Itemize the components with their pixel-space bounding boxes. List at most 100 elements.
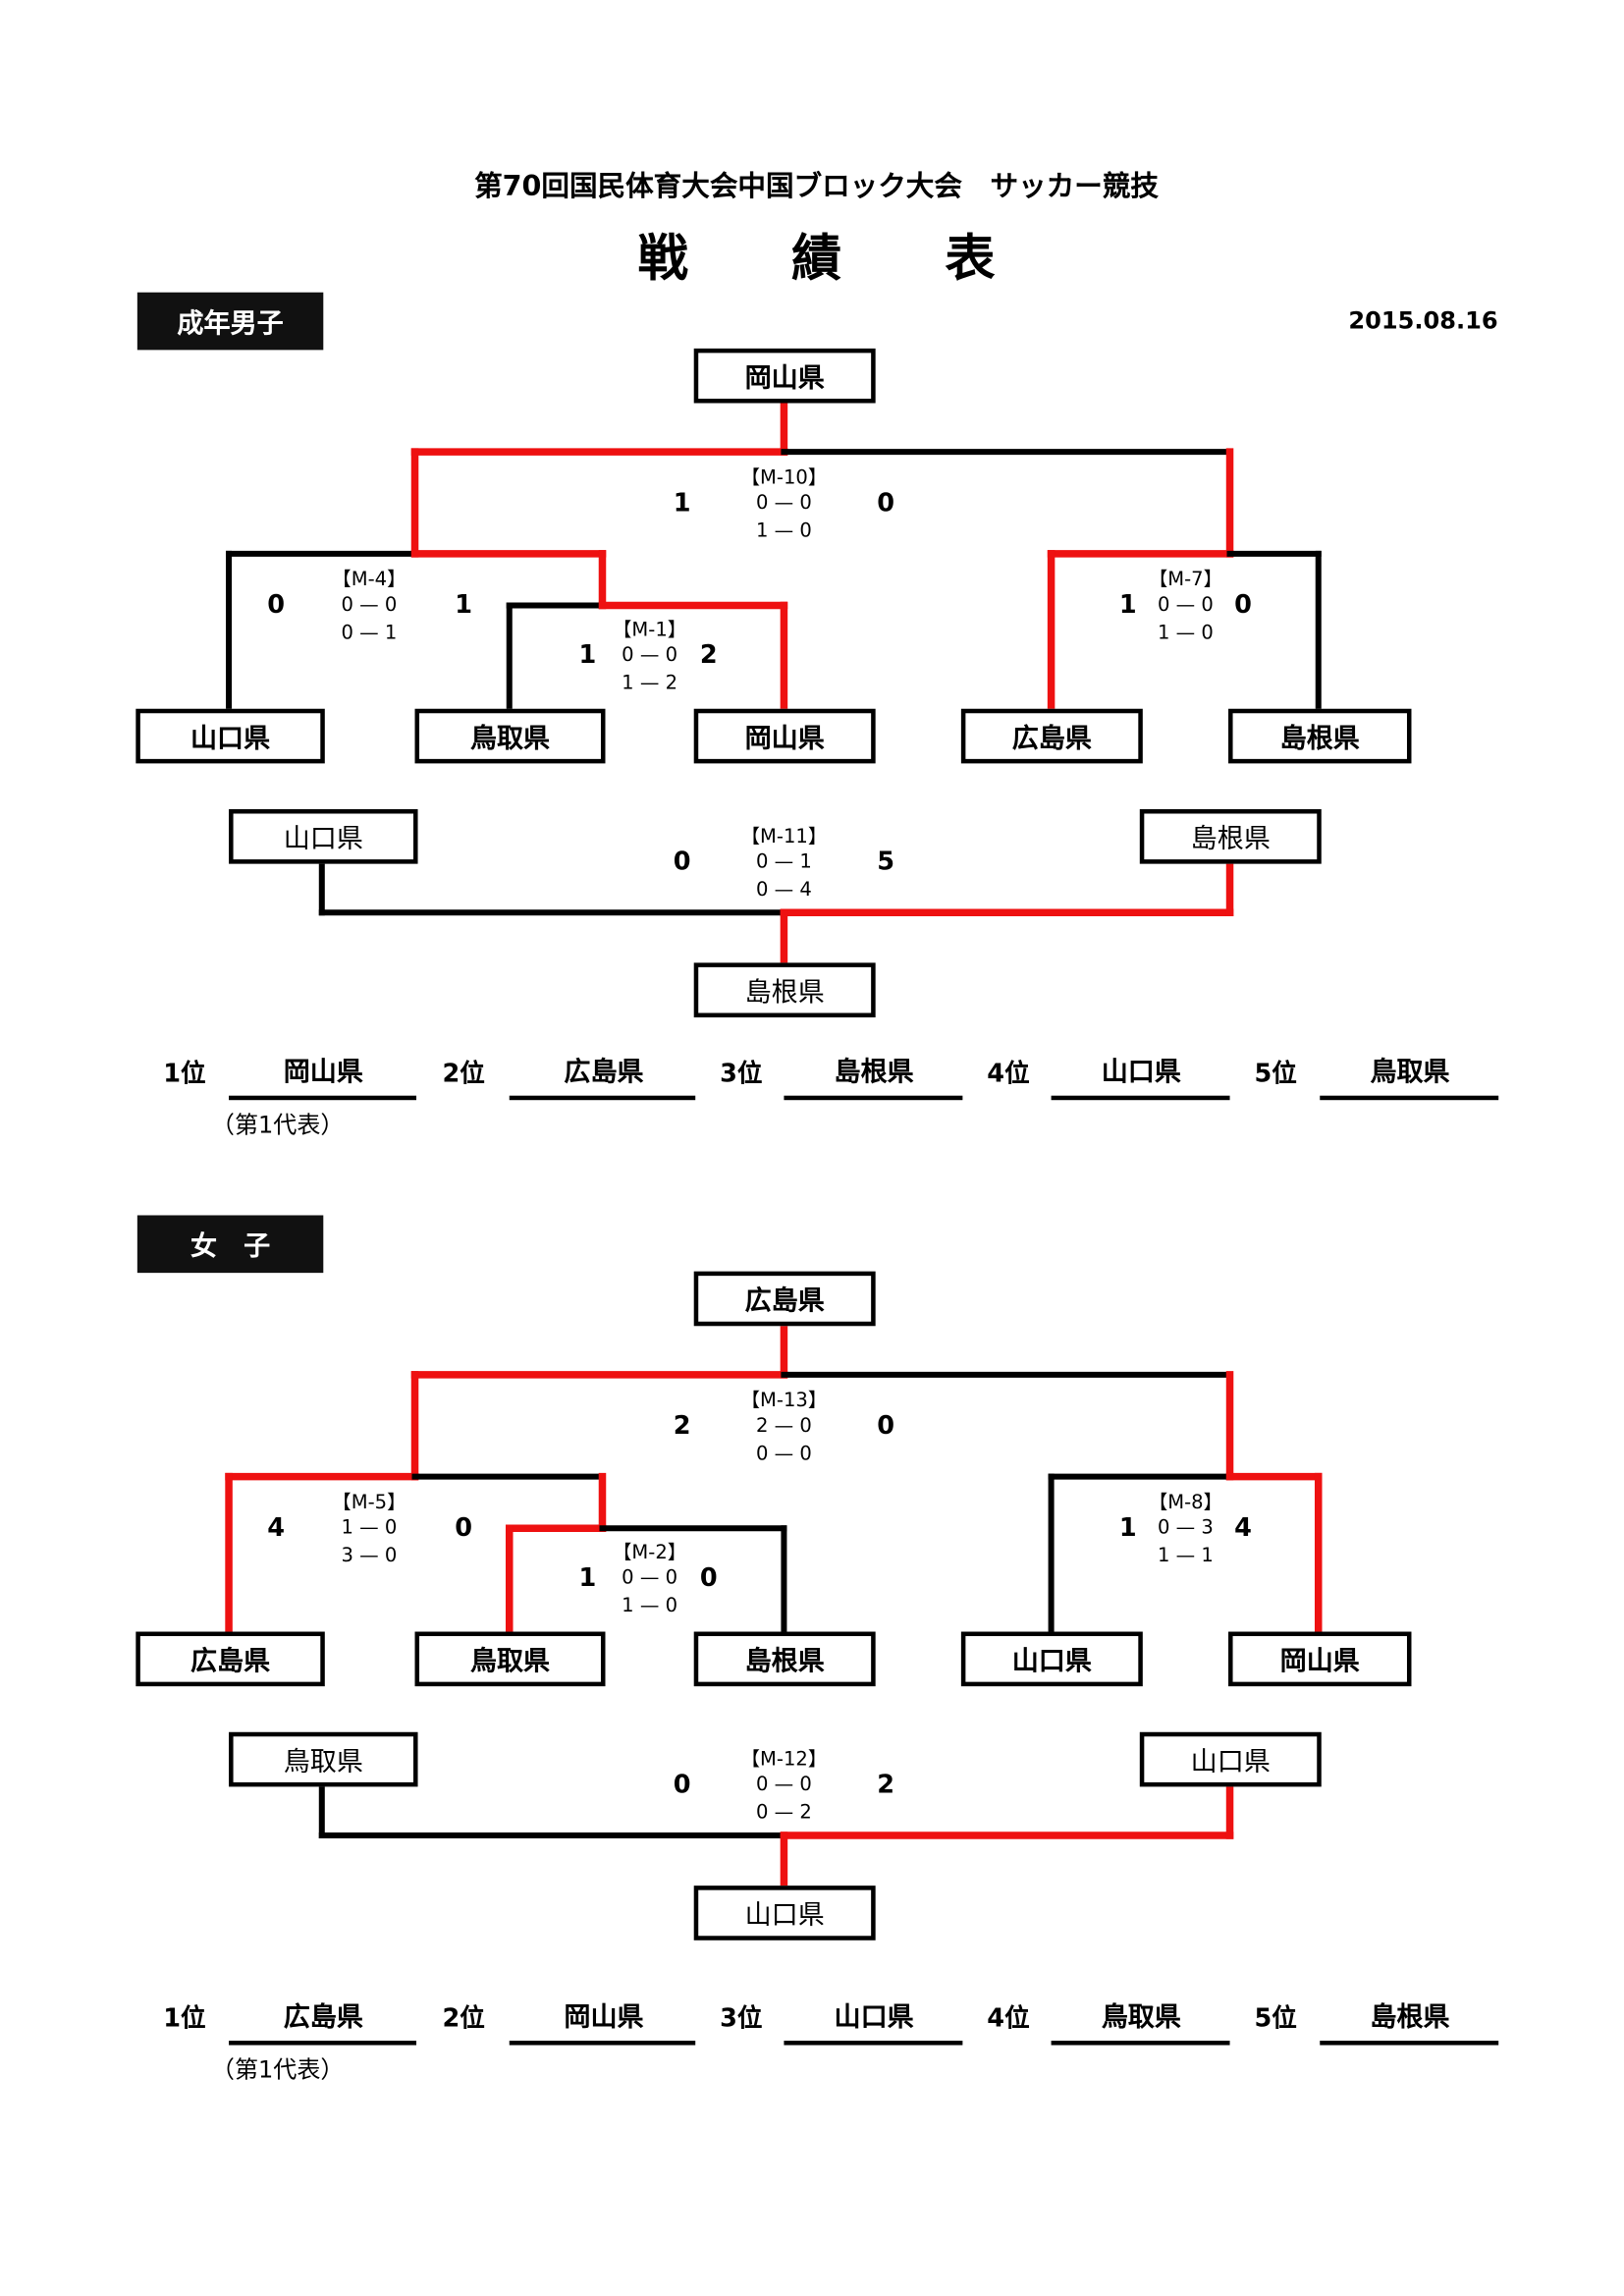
rank-label: 5位: [1254, 2004, 1297, 2035]
team-box: 鳥取県: [414, 708, 606, 764]
match-id: 【M-13】: [740, 1390, 828, 1413]
second-half-score: 0 — 0: [756, 1443, 812, 1466]
team-box: 島根県: [1228, 708, 1412, 764]
rank-label: 1位: [163, 1059, 206, 1089]
match-id: 【M-5】: [332, 1492, 406, 1514]
right-team-score: 2: [877, 1770, 895, 1800]
second-half-score: 1 — 2: [622, 672, 678, 695]
first-half-score: 0 — 0: [1157, 594, 1214, 617]
rank-label: 4位: [987, 2004, 1030, 2035]
rank-underline: [1051, 2041, 1230, 2046]
right-team-score: 0: [699, 1563, 718, 1594]
rank-label: 4位: [987, 1059, 1030, 1089]
first-half-score: 0 — 0: [756, 492, 812, 516]
match-id: 【M-10】: [740, 466, 828, 490]
rank-team: 広島県: [283, 2001, 363, 2034]
left-team-score: 4: [267, 1513, 286, 1544]
right-team-score: 4: [1234, 1513, 1252, 1544]
second-half-score: 1 — 0: [756, 520, 812, 543]
rank-label: 2位: [442, 1059, 485, 1089]
rank-team: 島根県: [834, 1057, 914, 1089]
second-half-score: 3 — 0: [341, 1545, 398, 1568]
rank-team: 広島県: [564, 1057, 644, 1089]
third-place-team-box: 鳥取県: [229, 1731, 418, 1787]
rank-label: 3位: [720, 2004, 763, 2035]
team-box: 岡山県: [1228, 1631, 1412, 1687]
team-box: 山口県: [960, 1631, 1143, 1687]
match-id: 【M-2】: [612, 1542, 687, 1565]
first-half-score: 2 — 0: [756, 1415, 812, 1438]
left-team-score: 1: [578, 1563, 597, 1594]
rank-underline: [509, 1095, 696, 1101]
third-place-winner-box: 島根県: [693, 962, 876, 1018]
second-half-score: 0 — 2: [756, 1802, 812, 1825]
first-half-score: 0 — 1: [756, 850, 812, 874]
first-half-score: 0 — 0: [622, 644, 678, 667]
rank-underline: [784, 2041, 963, 2046]
rank-team: 岡山県: [564, 2001, 644, 2034]
rank-team: 鳥取県: [1370, 1057, 1450, 1089]
left-team-score: 0: [267, 590, 286, 621]
left-team-score: 1: [578, 640, 597, 671]
match-id: 【M-1】: [612, 619, 687, 642]
rank-team: 島根県: [1370, 2001, 1450, 2034]
champion-box: 岡山県: [693, 348, 876, 404]
match-id: 【M-12】: [740, 1749, 828, 1772]
first-half-score: 0 — 0: [622, 1567, 678, 1590]
rank-underline: [784, 1095, 963, 1101]
second-half-score: 1 — 0: [1157, 622, 1214, 645]
first-half-score: 0 — 0: [756, 1774, 812, 1797]
rank-team: 岡山県: [283, 1057, 363, 1089]
rank-label: 5位: [1254, 1059, 1297, 1089]
representative-note: （第1代表）: [210, 1110, 345, 1139]
right-team-score: 1: [455, 590, 473, 621]
rank-label: 3位: [720, 1059, 763, 1089]
team-box: 広島県: [960, 708, 1143, 764]
rank-team: 山口県: [834, 2001, 914, 2034]
team-box: 島根県: [693, 1631, 876, 1687]
right-team-score: 2: [699, 640, 718, 671]
second-half-score: 1 — 1: [1157, 1545, 1214, 1568]
third-place-winner-box: 山口県: [693, 1886, 876, 1941]
right-team-score: 0: [877, 1411, 895, 1442]
right-team-score: 0: [1234, 590, 1252, 621]
right-team-score: 0: [877, 488, 895, 519]
rank-team: 山口県: [1101, 1057, 1181, 1089]
left-team-score: 1: [1118, 1513, 1137, 1544]
rank-label: 1位: [163, 2004, 206, 2035]
second-half-score: 0 — 1: [341, 622, 398, 645]
document-title: 第70回国民体育大会中国ブロック大会 サッカー競技: [474, 170, 1159, 203]
rank-underline: [1320, 1095, 1499, 1101]
right-team-score: 0: [455, 1513, 473, 1544]
third-place-team-box: 島根県: [1139, 808, 1322, 864]
rank-underline: [1320, 2041, 1499, 2046]
match-id: 【M-8】: [1148, 1492, 1223, 1514]
second-half-score: 0 — 4: [756, 879, 812, 902]
team-box: 山口県: [135, 708, 325, 764]
champion-box: 広島県: [693, 1271, 876, 1327]
match-id: 【M-7】: [1148, 569, 1223, 592]
team-box: 鳥取県: [414, 1631, 606, 1687]
rank-underline: [1051, 1095, 1230, 1101]
left-team-score: 0: [673, 847, 691, 878]
left-team-score: 2: [673, 1411, 691, 1442]
third-place-team-box: 山口県: [229, 808, 418, 864]
rank-underline: [509, 2041, 696, 2046]
third-place-team-box: 山口県: [1139, 1731, 1322, 1787]
right-team-score: 5: [877, 847, 895, 878]
rank-label: 2位: [442, 2004, 485, 2035]
left-team-score: 1: [673, 488, 691, 519]
rank-underline: [229, 1095, 417, 1101]
left-team-score: 0: [673, 1770, 691, 1800]
section-label: 成年男子: [136, 292, 324, 351]
first-half-score: 1 — 0: [341, 1516, 398, 1540]
section-label: 女 子: [136, 1215, 324, 1274]
team-box: 岡山県: [693, 708, 876, 764]
date: 2015.08.16: [1348, 306, 1498, 335]
document-subtitle: 戦績表: [637, 229, 1099, 289]
rank-underline: [229, 2041, 417, 2046]
left-team-score: 1: [1118, 590, 1137, 621]
